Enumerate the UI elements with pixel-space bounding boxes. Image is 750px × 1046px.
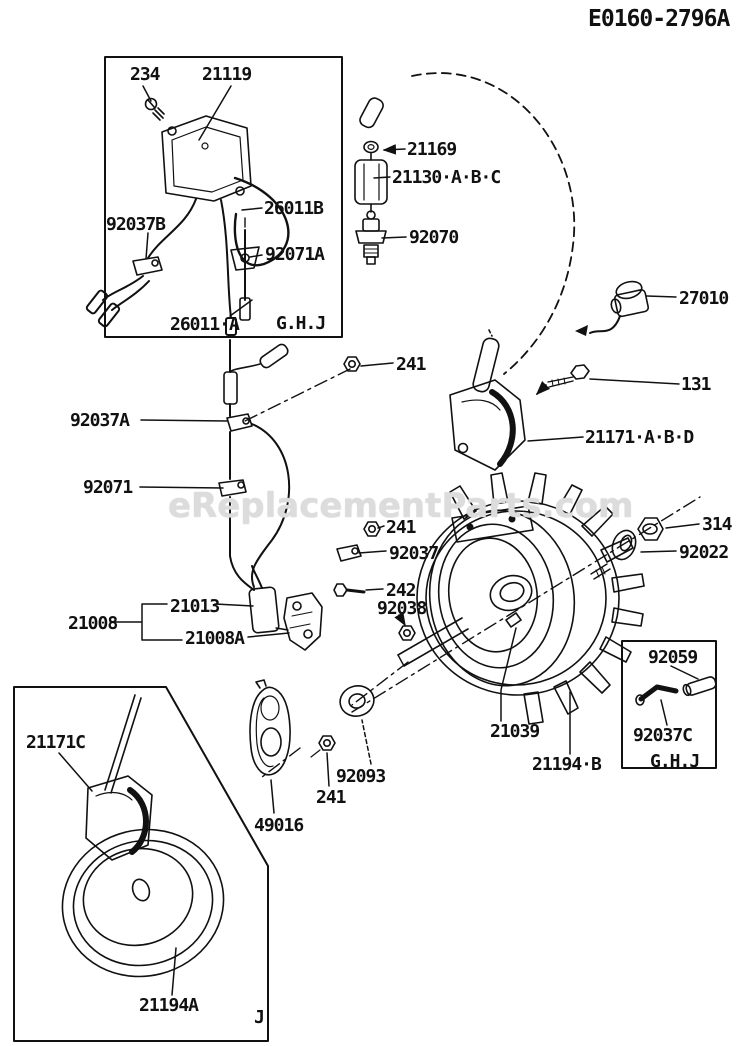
variant-note-side: G.H.J (650, 751, 700, 772)
part-label-21013: 21013 (170, 596, 220, 617)
part-92071a-stud (230, 217, 260, 321)
module-wiring (85, 176, 290, 336)
part-92070-spark-plug (355, 210, 387, 265)
part-label-314: 314 (702, 514, 732, 535)
side-inset-box (621, 640, 717, 769)
part-21194b-flywheel (416, 472, 645, 725)
part-21171abd-ignition-coil (449, 329, 526, 471)
part-label-92059: 92059 (648, 647, 698, 668)
mid-hardware (333, 521, 416, 641)
part-label-21008a: 21008A (185, 628, 245, 649)
part-21013-condenser (248, 565, 280, 634)
part-label-21130: 21130·A·B·C (392, 167, 501, 188)
part-label-26011b: 26011B (264, 198, 324, 219)
part-234-screw (144, 97, 165, 121)
part-21130-plug-cap (354, 159, 388, 213)
part-label-21119: 21119 (202, 64, 252, 85)
part-label-92037: 92037 (389, 543, 439, 564)
part-label-241-a: 241 (396, 354, 426, 375)
variant-note-bottom: J (254, 1007, 265, 1028)
part-label-92071a: 92071A (265, 244, 325, 265)
part-label-92037b: 92037B (106, 214, 166, 235)
part-label-241-c: 241 (316, 787, 346, 808)
part-label-242: 242 (386, 580, 416, 601)
plug-wire-dashed-path (411, 72, 576, 375)
top-inset-box (104, 56, 343, 338)
part-label-92037a: 92037A (70, 410, 130, 431)
part-label-21169: 21169 (407, 139, 457, 160)
part-21171c-coil (85, 694, 153, 861)
drawing-number: E0160-2796A (588, 6, 730, 32)
part-21039-key (505, 612, 522, 628)
stop-switch-lead (223, 339, 291, 591)
part-label-92038: 92038 (377, 598, 427, 619)
part-131-bolt (535, 364, 590, 396)
variant-note-top: G.H.J (276, 313, 326, 334)
bottom-inset-box (13, 686, 269, 1042)
assembly-axes (244, 368, 701, 778)
part-92022-washer (611, 529, 637, 561)
part-label-92037c: 92037C (633, 725, 693, 746)
part-21194a-ring (61, 828, 225, 978)
part-92037a-clamp (226, 413, 253, 432)
part-label-21171c: 21171C (26, 732, 86, 753)
part-92071-clamp (218, 479, 247, 497)
part-241-nut-bottom (310, 735, 336, 758)
part-27010-switch (575, 280, 650, 336)
part-label-92022: 92022 (679, 542, 729, 563)
part-label-21194a: 21194A (139, 995, 199, 1016)
part-label-27010: 27010 (679, 288, 729, 309)
part-92059-pin (682, 676, 717, 697)
part-314-nut (637, 517, 664, 541)
part-label-21008: 21008 (68, 613, 118, 634)
crankshaft-stub (397, 563, 611, 667)
part-label-92093: 92093 (336, 766, 386, 787)
part-label-92071: 92071 (83, 477, 133, 498)
part-label-131: 131 (681, 374, 711, 395)
part-label-234: 234 (130, 64, 160, 85)
part-label-92070: 92070 (409, 227, 459, 248)
part-241-nut-top (343, 356, 361, 372)
part-21169-terminal (359, 97, 384, 161)
leader-lines (58, 85, 700, 996)
part-label-21194b: 21194·B (532, 754, 602, 775)
part-label-21039: 21039 (490, 721, 540, 742)
watermark: eReplacementParts.com (168, 486, 634, 526)
part-label-26011a: 26011·A (170, 314, 240, 335)
part-92037b-clamp (132, 256, 163, 276)
part-label-241-b: 241 (386, 517, 416, 538)
part-label-21171abd: 21171·A·B·D (585, 427, 694, 448)
part-92037c-clamp (635, 684, 679, 706)
part-label-49016: 49016 (254, 815, 304, 836)
part-21008a-bracket (275, 592, 323, 651)
